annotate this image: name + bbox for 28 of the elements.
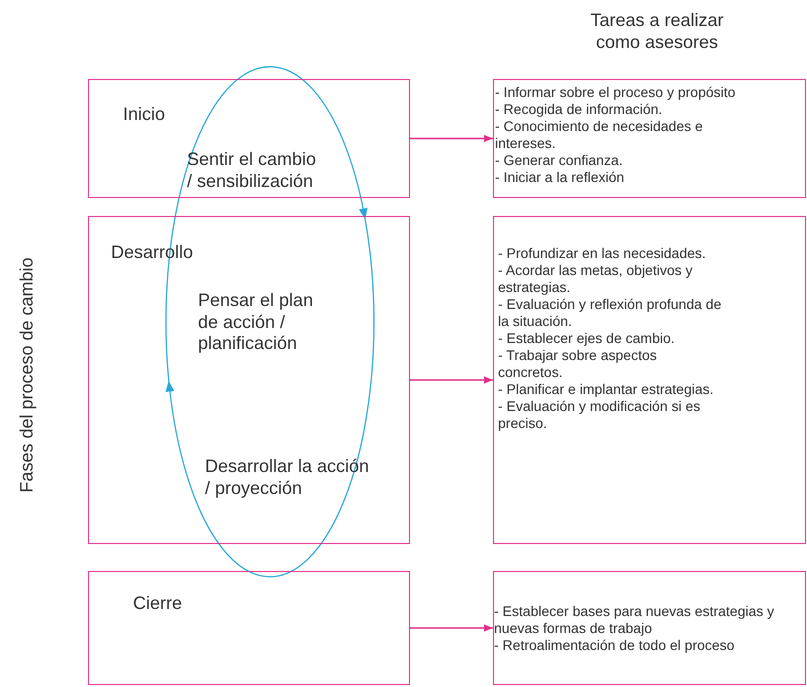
task-item: - Planificar e implantar estrategias.	[498, 381, 715, 398]
task-item: - Establecer bases para nuevas estrategias y nuevas formas de trabajo	[494, 603, 776, 637]
phase-box	[88, 79, 410, 198]
phase-box	[88, 216, 410, 544]
axis-title: Fases del proceso de cambio	[16, 257, 38, 493]
task-item: - Trabajar sobre aspectos concretos.	[498, 347, 658, 381]
task-box	[493, 79, 806, 198]
task-item: - Evaluación y modificación si es preciso.	[498, 398, 702, 432]
task-item: - Conocimiento de necesidades e intereses.	[495, 118, 704, 152]
task-item: - Retroalimentación de todo el proceso	[494, 637, 736, 654]
arrow	[410, 134, 493, 142]
phase-box	[88, 571, 410, 685]
arrow	[410, 376, 493, 384]
task-box	[493, 216, 806, 544]
task-item: - Iniciar a la reflexión	[495, 169, 626, 186]
task-item: - Recogida de información.	[495, 101, 664, 118]
task-box	[493, 571, 806, 685]
phase-title: Cierre	[133, 593, 182, 614]
phase-step: Pensar el plan de acción / planificación	[198, 290, 326, 355]
task-item: - Profundizar en las necesidades.	[498, 245, 707, 262]
task-item: - Acordar las metas, objetivos y estrategias.	[498, 262, 694, 296]
task-item: - Informar sobre el proceso y propósito	[495, 84, 736, 101]
task-item: - Establecer ejes de cambio.	[498, 330, 676, 347]
phase-title: Inicio	[123, 104, 166, 125]
task-item: - Generar confianza.	[495, 152, 624, 169]
column-heading: Tareas a realizar como asesores	[589, 10, 725, 54]
arrow	[410, 624, 493, 632]
task-item: - Evaluación y reflexión profunda de la situación.	[498, 296, 722, 330]
